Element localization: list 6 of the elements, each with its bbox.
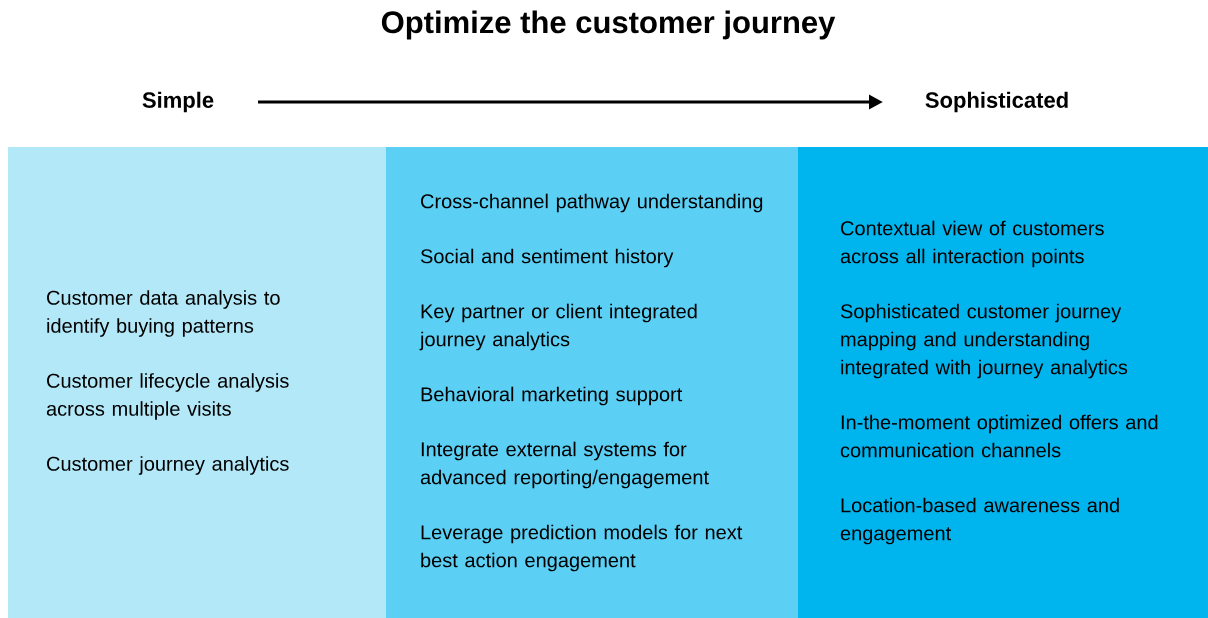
scale-label: Sophisticated <box>925 91 1068 113</box>
scale-label: Simple <box>142 91 214 113</box>
column-panel: Cross-channel pathway understanding Social and sentiment history Key partner or client integrated journey analytics Behavioral marketing support Integrate external systems for advanced reporting/engagement Leverage prediction models for next best action engagement <box>386 147 798 618</box>
column-panel: Customer data analysis to identify buying patterns Customer lifecycle analysis across multiple visits Customer journey analytics <box>8 147 386 618</box>
column-panel: Contextual view of customers across all interaction points Sophisticated customer journey mapping and understanding integrated with journey analytics In-the-moment optimized offers and communication channels Location-based awareness and engagement <box>798 147 1208 618</box>
title: Optimize the customer journey <box>381 10 836 40</box>
